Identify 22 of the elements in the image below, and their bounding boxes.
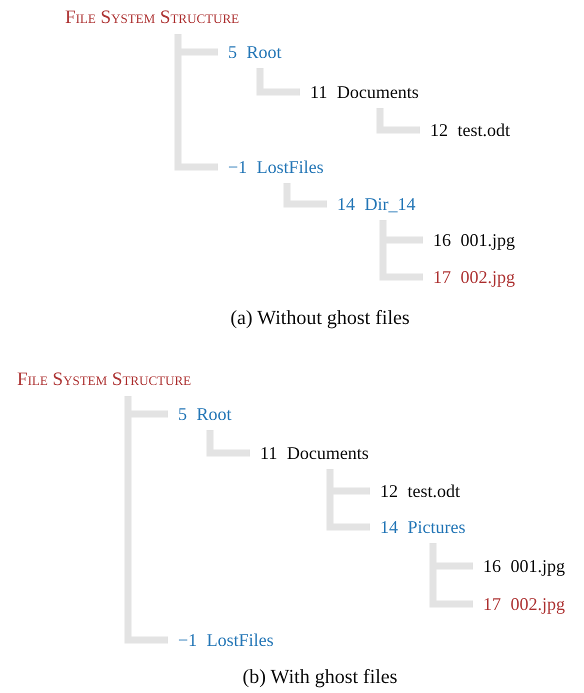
directory-label: 14 Dir_14 [337, 192, 416, 216]
tree-connector [376, 108, 420, 134]
file-label: 12 test.odt [430, 118, 510, 142]
file-label: 11 Documents [260, 441, 369, 465]
file-label: 16 001.jpg [433, 228, 516, 252]
tree-connector [284, 183, 327, 208]
subfigure-caption: (a) Without ghost files [230, 306, 410, 330]
ghost-file-label: 17 002.jpg [483, 592, 566, 616]
directory-label: −1 LostFiles [178, 628, 274, 652]
ghost-file-label: 17 002.jpg [433, 265, 516, 289]
file-label: 12 test.odt [380, 479, 460, 503]
directory-label: −1 LostFiles [228, 155, 324, 179]
tree-title: File System Structure [17, 368, 192, 392]
directory-label: 5 Root [228, 40, 282, 64]
tree-connector [206, 430, 250, 456]
tree-title: File System Structure [65, 6, 240, 30]
tree-connector [256, 68, 300, 96]
subfigure-caption: (b) With ghost files [242, 665, 398, 689]
file-label: 16 001.jpg [483, 554, 566, 578]
directory-label: 14 Pictures [380, 515, 466, 539]
directory-label: 5 Root [178, 402, 232, 426]
file-label: 11 Documents [310, 80, 419, 104]
